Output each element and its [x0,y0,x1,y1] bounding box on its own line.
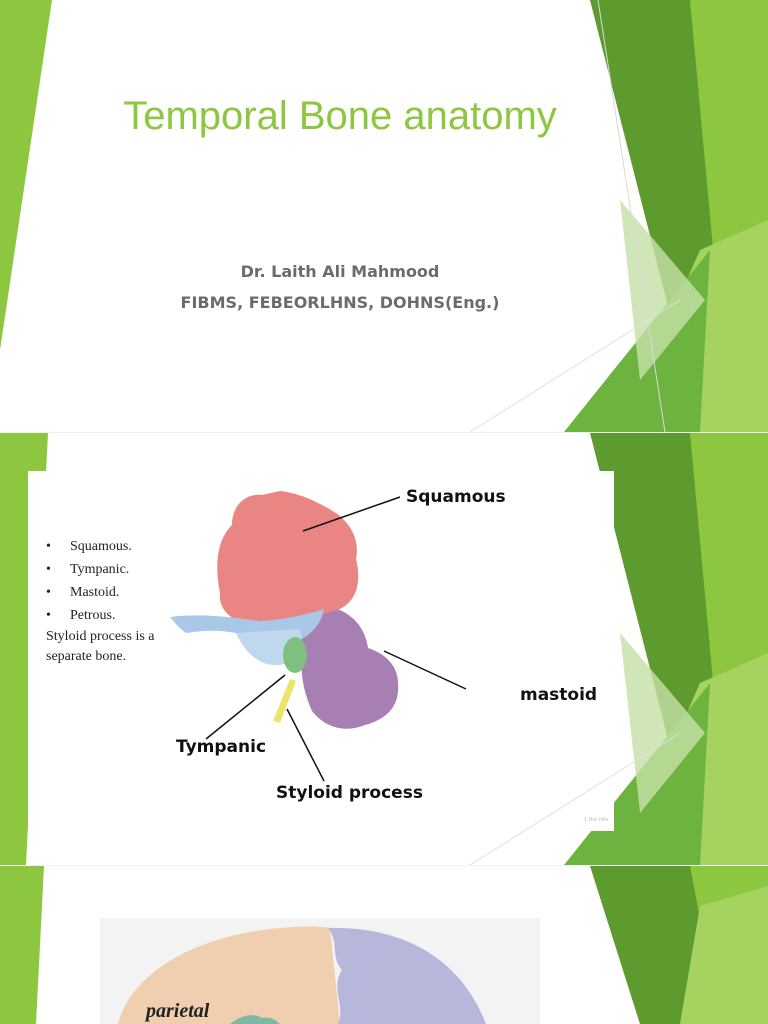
skull-illustration [118,926,486,1024]
label-styloid-process: Styloid process [276,783,423,803]
label-parietal: parietal [146,1000,210,1022]
light-green-facet [620,633,705,813]
temporal-bone-illustration [170,491,399,729]
slide-decoration [0,866,768,1024]
thin-guide-line [597,0,666,432]
parietal-bone [118,926,340,1024]
list-item: •Mastoid. [46,585,120,600]
styloid-process [273,679,296,723]
author-name: Dr. Laith Ali Mahmood [240,262,440,281]
left-green-stripe [0,0,52,350]
slide-skull[interactable]: parietal [0,866,768,1024]
squamous-leader-line [302,496,401,532]
styloid-note: Styloid process is a separate bone. [46,629,155,664]
list-item: •Tympanic. [46,562,130,577]
styloid-leader-line [286,708,325,782]
bullet-list: •Squamous. •Tympanic. •Mastoid. •Petrous… [46,535,132,627]
label-mastoid: mastoid [520,685,598,705]
slide-decoration [0,433,768,865]
left-green-stripe [0,866,44,1024]
squamous-region [217,491,359,629]
mid-green-facet [680,886,768,1024]
mastoid-leader-line [383,650,467,690]
list-item: •Petrous. [46,608,116,623]
light-green-facet [620,200,705,380]
slide-temporal-bone-parts[interactable]: •Squamous. •Tympanic. •Mastoid. •Petrous… [0,433,768,865]
tympanic-leader-line [205,674,286,740]
slide-decoration [0,0,768,432]
label-tympanic: Tympanic [176,737,267,757]
slide-title[interactable]: Temporal Bone anatomy Dr. Laith Ali Mahm… [0,0,768,432]
tiny-caption: 1 the title [584,817,609,823]
mastoid-region [300,604,399,729]
ear-canal [283,637,307,673]
label-squamous: Squamous [406,487,506,507]
thin-guide-line [469,299,681,432]
occipital-bone [328,927,486,1024]
list-item: •Squamous. [46,539,132,554]
thin-guide-line [469,732,681,865]
temporal-bone [230,1015,280,1024]
author-credentials: FIBMS, FEBEORLHNS, DOHNS(Eng.) [180,293,500,312]
presentation-title: Temporal Bone anatomy [123,94,557,138]
